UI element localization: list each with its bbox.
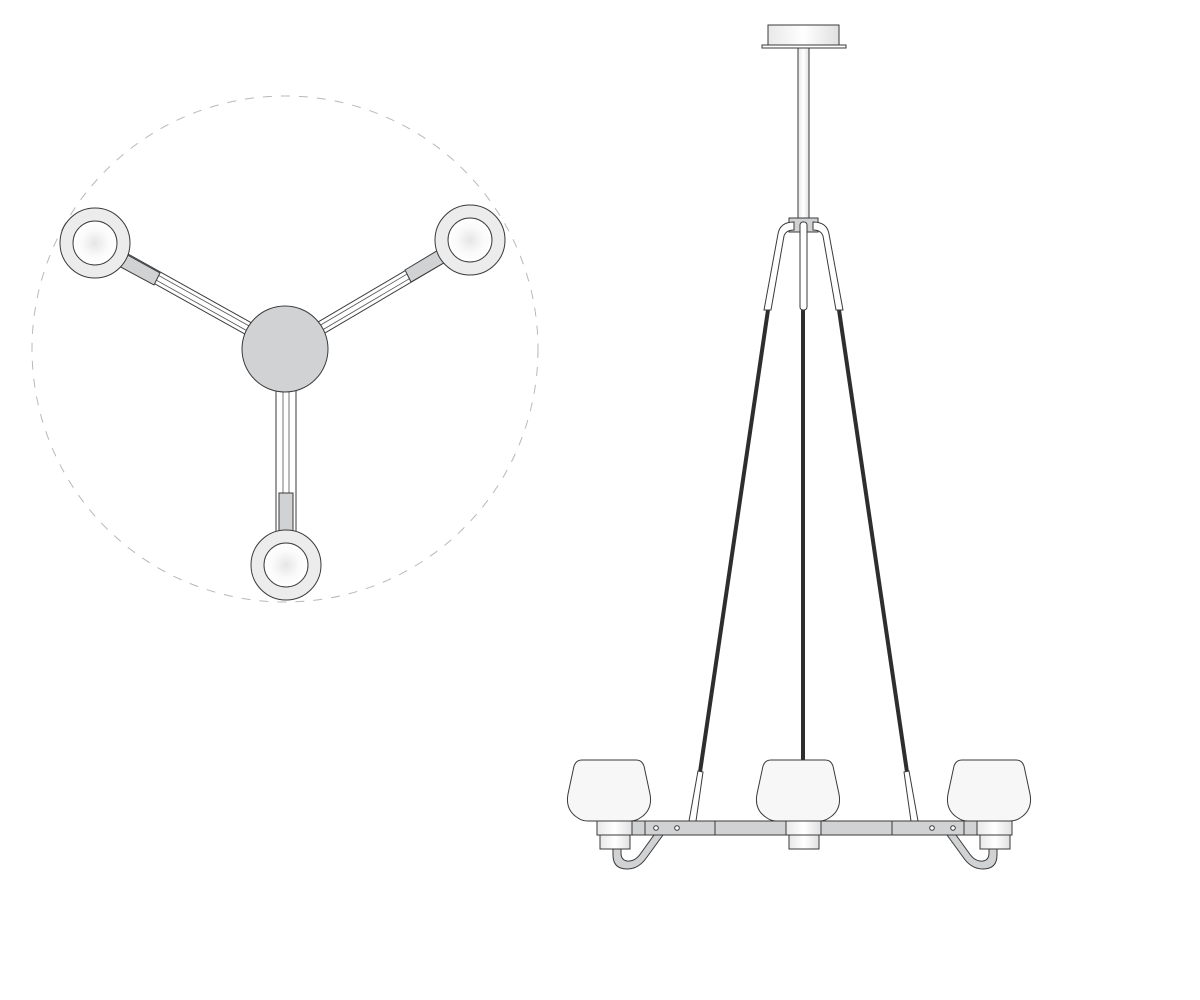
upper-tube-right — [812, 221, 844, 311]
socket — [596, 820, 633, 836]
ceiling-canopy — [767, 24, 840, 47]
socket-base — [599, 834, 631, 850]
shade — [947, 759, 1031, 822]
bulb-bottom — [250, 529, 322, 601]
socket — [976, 820, 1013, 836]
socket — [785, 820, 822, 836]
center-hub — [241, 305, 329, 393]
downrod — [797, 47, 810, 219]
rivets — [653, 825, 956, 831]
diameter-guide-circle — [31, 95, 539, 603]
lamp-right — [947, 759, 1031, 850]
lower-tube-right — [903, 770, 919, 822]
lower-tube-left — [688, 770, 704, 822]
shade — [567, 759, 651, 822]
upper-tube-center — [799, 221, 808, 311]
cable-right — [837, 309, 909, 773]
socket-base — [788, 834, 820, 850]
bulb-right — [434, 204, 506, 276]
bulb-left — [59, 207, 131, 279]
cable-left — [698, 309, 770, 773]
upper-tube-left — [763, 221, 795, 311]
lamp-left — [567, 759, 651, 850]
socket-base — [979, 834, 1011, 850]
top-view — [31, 95, 539, 603]
shade — [756, 759, 840, 822]
side-view — [567, 24, 1031, 870]
bar-segment-right — [891, 820, 965, 836]
bar-segment-left — [644, 820, 716, 836]
lamp-center — [756, 759, 840, 850]
